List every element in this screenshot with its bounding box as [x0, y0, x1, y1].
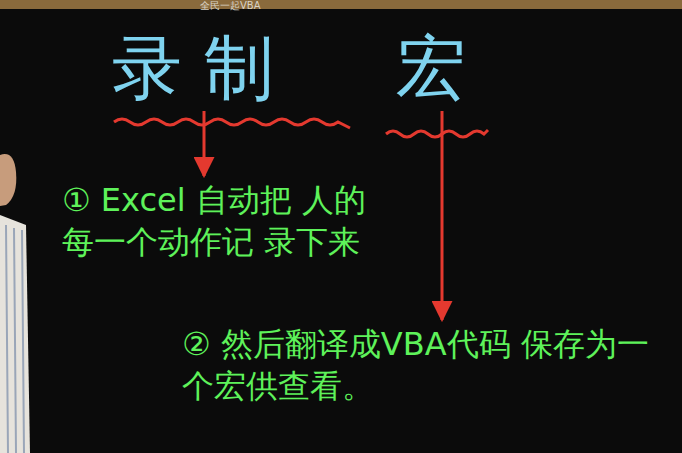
arrow-connector: [203, 111, 206, 176]
note-text: ② 然后翻译成VBA代码 保存为一个宏供查看。: [182, 324, 662, 407]
underline: [386, 130, 488, 137]
title-word: 录制: [112, 30, 296, 107]
note-text: ① Excel 自动把 人的每一个动作记 录下来: [58, 178, 396, 265]
title-word: 宏: [396, 30, 488, 107]
note-text: ② 然后翻译成VBA代码 保存为一个宏供查看。: [178, 322, 666, 409]
title-word: 宏: [392, 28, 492, 109]
wood-frame: [0, 0, 682, 9]
watermark: 全民一起VBA: [200, 0, 261, 11]
arrow-connector: [441, 111, 444, 320]
teacher-figure: [0, 154, 30, 453]
title-word: 录制: [108, 28, 300, 109]
note-text: ① Excel 自动把 人的每一个动作记 录下来: [62, 180, 392, 263]
underline: [114, 119, 350, 128]
